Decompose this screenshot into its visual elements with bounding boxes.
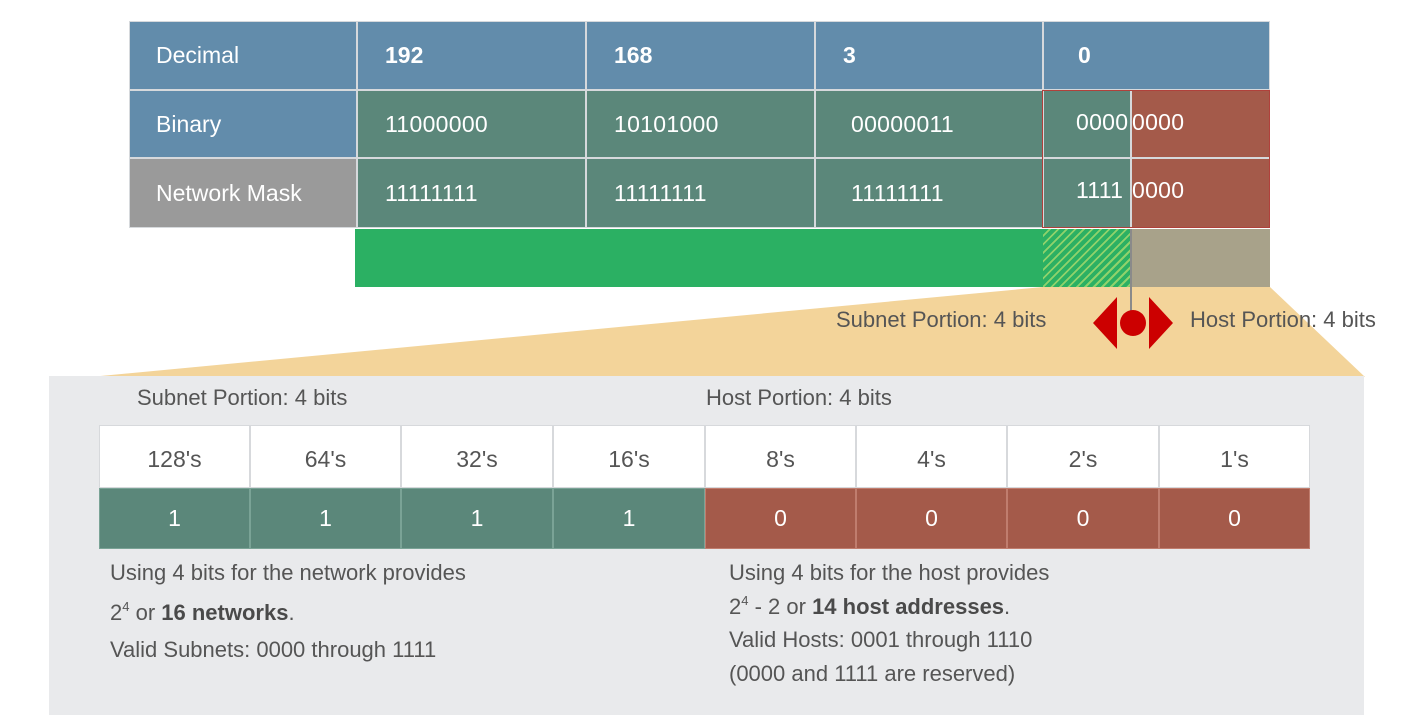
mask-octet-4-subnet-bits: 1111 — [1076, 177, 1124, 203]
mask-octet-4-host — [1131, 158, 1270, 228]
bit-value-16: 1 — [553, 488, 705, 549]
place-value-1: 1's — [1159, 425, 1310, 488]
panel-subnet-heading: Subnet Portion: 4 bits — [137, 385, 348, 410]
bit-value-4: 0 — [856, 488, 1007, 549]
zoom-funnel-shape — [90, 287, 1365, 377]
split-cell-outline — [1042, 90, 1270, 228]
place-value-2: 2's — [1007, 425, 1159, 488]
place-value-8: 8's — [705, 425, 856, 488]
binary-octet-1: 11000000 — [357, 90, 586, 158]
place-value-64: 64's — [250, 425, 401, 488]
host-bar — [1131, 229, 1270, 287]
binary-octet-4-subnet-bits: 0000 — [1076, 109, 1129, 135]
row-label-decimal: Decimal — [129, 21, 357, 90]
subnet-host-divider — [1130, 229, 1132, 319]
network-bar — [355, 229, 1043, 287]
host-portion-label: Host Portion: 4 bits — [1190, 307, 1376, 332]
bit-value-64: 1 — [250, 488, 401, 549]
place-value-32: 32's — [401, 425, 553, 488]
network-note-mid: or — [129, 600, 162, 625]
network-note-line-1: Using 4 bits for the network provides — [110, 560, 466, 585]
network-note-base: 2 — [110, 600, 123, 625]
host-note-base: 2 — [729, 594, 742, 619]
host-note-count: 14 host addresses — [812, 594, 1005, 619]
host-note-end: . — [1004, 594, 1011, 619]
decimal-octet-1: 192 — [357, 21, 586, 90]
host-note-mid: - 2 or — [748, 594, 813, 619]
binary-octet-4-subnet — [1043, 90, 1131, 158]
host-note-line-1: Using 4 bits for the host provides — [729, 560, 1050, 585]
host-note-exponent: 4 — [741, 593, 749, 608]
place-value-4: 4's — [856, 425, 1007, 488]
network-note-line-3: Valid Subnets: 0000 through 1111 — [110, 637, 437, 662]
binary-octet-4-host-bits: 0000 — [1132, 109, 1185, 135]
binary-octet-2: 10101000 — [586, 90, 815, 158]
decimal-octet-2: 168 — [586, 21, 815, 90]
mask-octet-1: 11111111 — [357, 158, 586, 228]
network-note-exponent: 4 — [122, 599, 130, 614]
panel-host-heading: Host Portion: 4 bits — [706, 385, 892, 410]
subnet-portion-label: Subnet Portion: 4 bits — [836, 307, 1047, 332]
network-note-line-2: 24 or 16 networks. — [110, 599, 295, 626]
bit-value-32: 1 — [401, 488, 553, 549]
decimal-octet-3: 3 — [815, 21, 1043, 90]
host-note-line-2: 24 - 2 or 14 host addresses. — [729, 593, 1010, 620]
bit-value-2: 0 — [1007, 488, 1159, 549]
mask-octet-4-host-bits: 0000 — [1132, 177, 1185, 203]
place-value-16: 16's — [553, 425, 705, 488]
binary-octet-3: 00000011 — [815, 90, 1043, 158]
row-label-network-mask: Network Mask — [129, 158, 357, 228]
mask-octet-4-subnet — [1043, 158, 1131, 228]
row-label-binary: Binary — [129, 90, 357, 158]
bit-value-1: 0 — [1159, 488, 1310, 549]
bit-value-128: 1 — [99, 488, 250, 549]
subnet-bar — [1043, 229, 1131, 287]
network-note-count: 16 networks — [161, 600, 289, 625]
place-value-128: 128's — [99, 425, 250, 488]
network-note-end: . — [288, 600, 295, 625]
host-note-line-4: (0000 and 1111 are reserved) — [729, 661, 1016, 686]
mask-octet-3: 11111111 — [815, 158, 1043, 228]
decimal-octet-4: 0 — [1043, 21, 1270, 90]
binary-octet-4-host — [1131, 90, 1270, 158]
host-note-line-3: Valid Hosts: 0001 through 1110 — [729, 627, 1033, 652]
double-arrow-icon[interactable] — [1093, 295, 1173, 351]
mask-octet-2: 11111111 — [586, 158, 815, 228]
bit-value-8: 0 — [705, 488, 856, 549]
